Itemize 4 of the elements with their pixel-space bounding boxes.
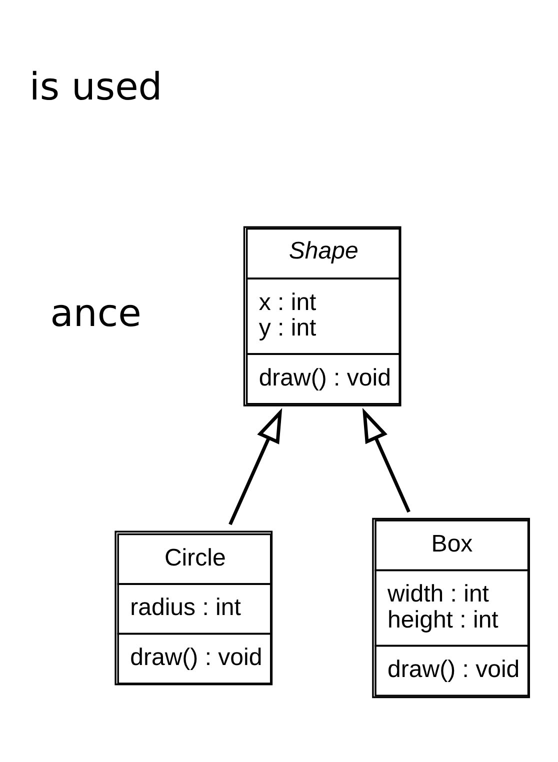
arrow xyxy=(362,407,410,512)
label: is used xyxy=(29,64,162,108)
label: ance xyxy=(50,290,142,334)
arrow xyxy=(228,408,282,525)
